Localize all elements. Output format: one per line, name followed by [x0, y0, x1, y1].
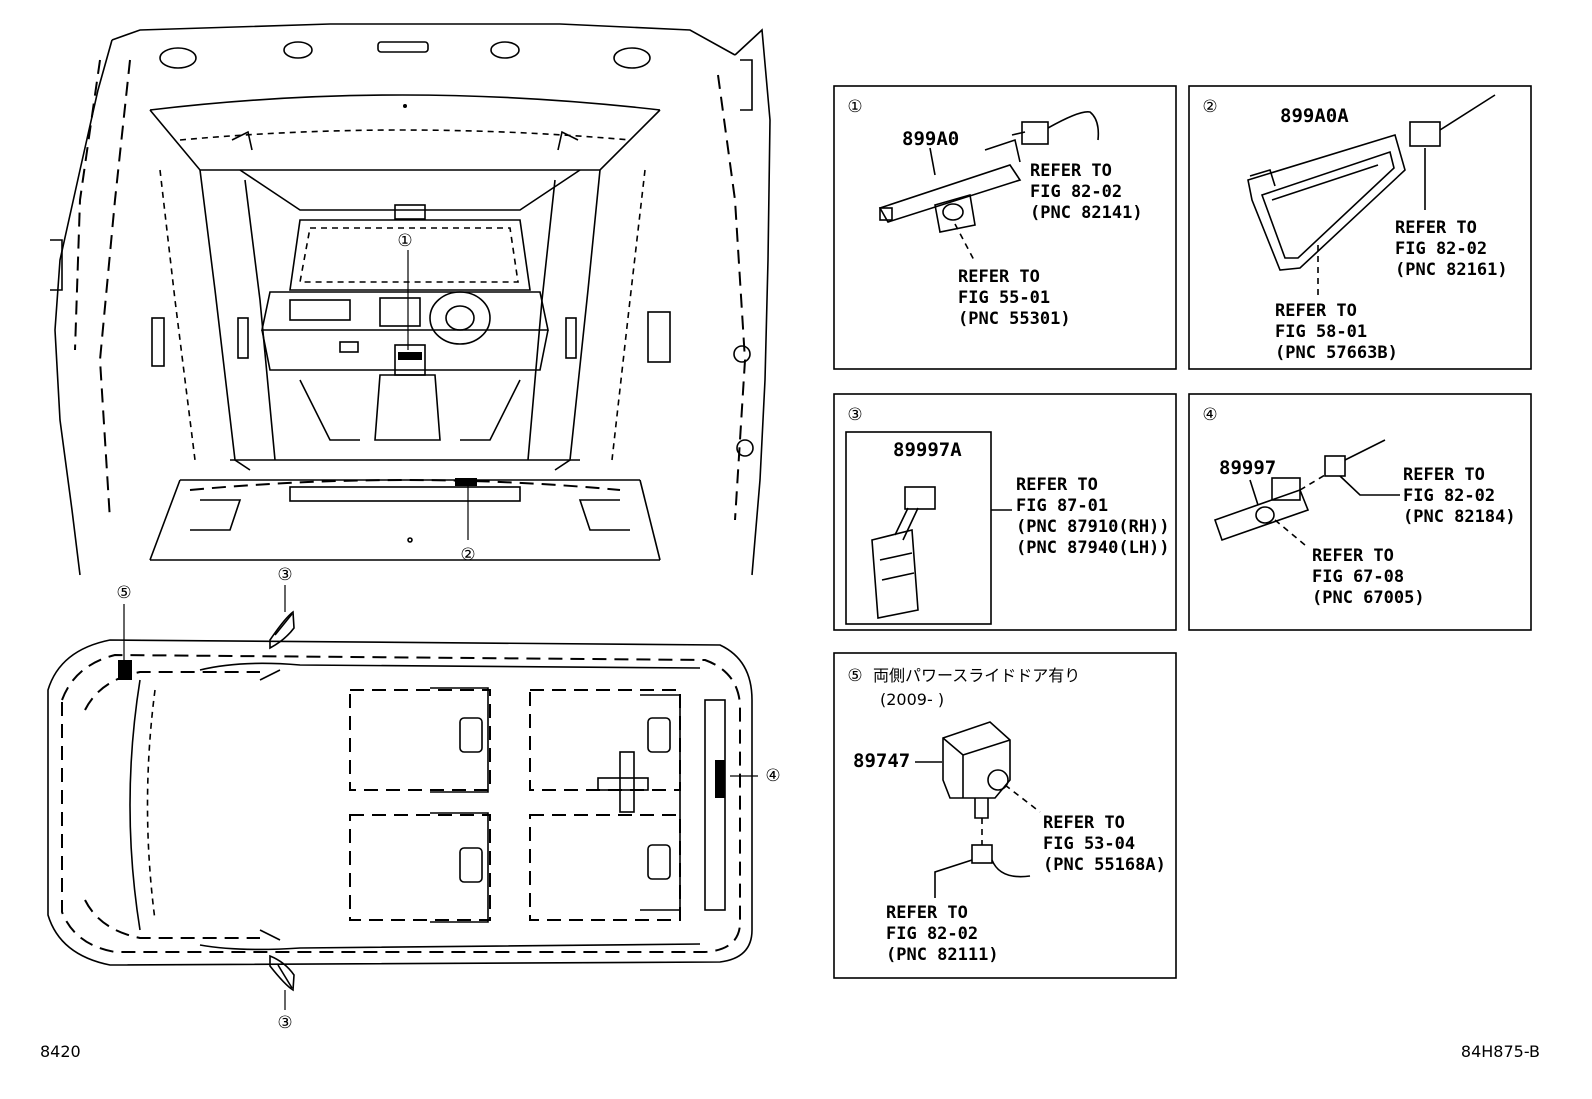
panel-3-number: ③ [847, 405, 862, 425]
panel-5-ref-b-line-1: REFER TO [886, 903, 968, 923]
panel-5-ref-a-line-3: (PNC 55168A) [1043, 855, 1166, 875]
panel-2-ref-a-line-2: FIG 82-02 [1395, 239, 1487, 259]
panel-5-ref-a-line-2: FIG 53-04 [1043, 834, 1135, 854]
panel-4-ref-b-line-1: REFER TO [1312, 546, 1394, 566]
panel-3-ref-line-4: (PNC 87940(LH)) [1016, 538, 1170, 558]
panel-4-part-number: 89997 [1219, 457, 1276, 479]
panel-2-ref-b-line-2: FIG 58-01 [1275, 322, 1367, 342]
panel-1-ref-b-line-2: FIG 55-01 [958, 288, 1050, 308]
panel-4-ref-a-line-3: (PNC 82184) [1403, 507, 1516, 527]
vehicle-interior-view [50, 23, 771, 576]
callout-5: ⑤ [116, 583, 131, 603]
vehicle-callouts: ① ② ③ ③ ④ ⑤ [116, 231, 780, 1033]
panel-5-part-number: 89747 [853, 750, 910, 772]
panel-1-part-number: 899A0 [902, 128, 959, 150]
footer-left-code: 8420 [40, 1042, 81, 1061]
panel-2-ref-a-line-1: REFER TO [1395, 218, 1477, 238]
panel-5-condition-date: (2009- ) [880, 690, 944, 709]
callout-4: ④ [765, 766, 780, 786]
panel-5-number: ⑤ [847, 666, 862, 686]
panel-4: ④ 89997 REFER TO FIG 82-02 (PNC 82184) R… [1188, 393, 1532, 631]
panel-4-ref-b-line-2: FIG 67-08 [1312, 567, 1404, 587]
panel-1-ref-a-line-1: REFER TO [1030, 161, 1112, 181]
panel-3-ref-line-1: REFER TO [1016, 475, 1098, 495]
callout-1: ① [397, 231, 412, 251]
panel-2-ref-b-line-3: (PNC 57663B) [1275, 343, 1398, 363]
panel-4-number: ④ [1202, 405, 1217, 425]
panel-3-ref-line-3: (PNC 87910(RH)) [1016, 517, 1170, 537]
panel-1-ref-a-line-3: (PNC 82141) [1030, 203, 1143, 223]
panel-5-ref-b-line-2: FIG 82-02 [886, 924, 978, 944]
vehicle-top-view [47, 610, 753, 992]
panel-2-part-number: 899A0A [1280, 105, 1349, 127]
panel-1-ref-b-line-3: (PNC 55301) [958, 309, 1071, 329]
callout-3-lower: ③ [277, 1013, 292, 1033]
panel-2-ref-a-line-3: (PNC 82161) [1395, 260, 1508, 280]
callout-3-upper: ③ [277, 565, 292, 585]
panel-1-ref-a-line-2: FIG 82-02 [1030, 182, 1122, 202]
panel-2: ② 899A0A REFER TO FIG 82-02 (PNC 82161) … [1188, 85, 1532, 370]
panel-3-ref-line-2: FIG 87-01 [1016, 496, 1108, 516]
panel-1-ref-b-line-1: REFER TO [958, 267, 1040, 287]
panel-1-number: ① [847, 97, 862, 117]
panel-2-number: ② [1202, 97, 1217, 117]
panel-2-ref-b-line-1: REFER TO [1275, 301, 1357, 321]
panel-5: ⑤ 両側パワースライドドア有り (2009- ) 89747 REFER TO … [833, 652, 1177, 979]
panel-5-ref-b-line-3: (PNC 82111) [886, 945, 999, 965]
panel-4-ref-a-line-1: REFER TO [1403, 465, 1485, 485]
callout-2: ② [460, 545, 475, 565]
panel-3-part-number: 89997A [893, 439, 962, 461]
panel-1: ① 899A0 REFER TO FIG 82-02 (PNC 82141) R… [833, 85, 1177, 370]
panel-3: ③ 89997A REFER TO FIG 87-01 (PNC 87910(R… [833, 393, 1177, 631]
panel-5-condition: 両側パワースライドドア有り [873, 666, 1080, 685]
panel-4-ref-a-line-2: FIG 82-02 [1403, 486, 1495, 506]
footer-right-code: 84H875-B [1461, 1042, 1540, 1061]
panel-5-ref-a-line-1: REFER TO [1043, 813, 1125, 833]
panel-4-ref-b-line-3: (PNC 67005) [1312, 588, 1425, 608]
